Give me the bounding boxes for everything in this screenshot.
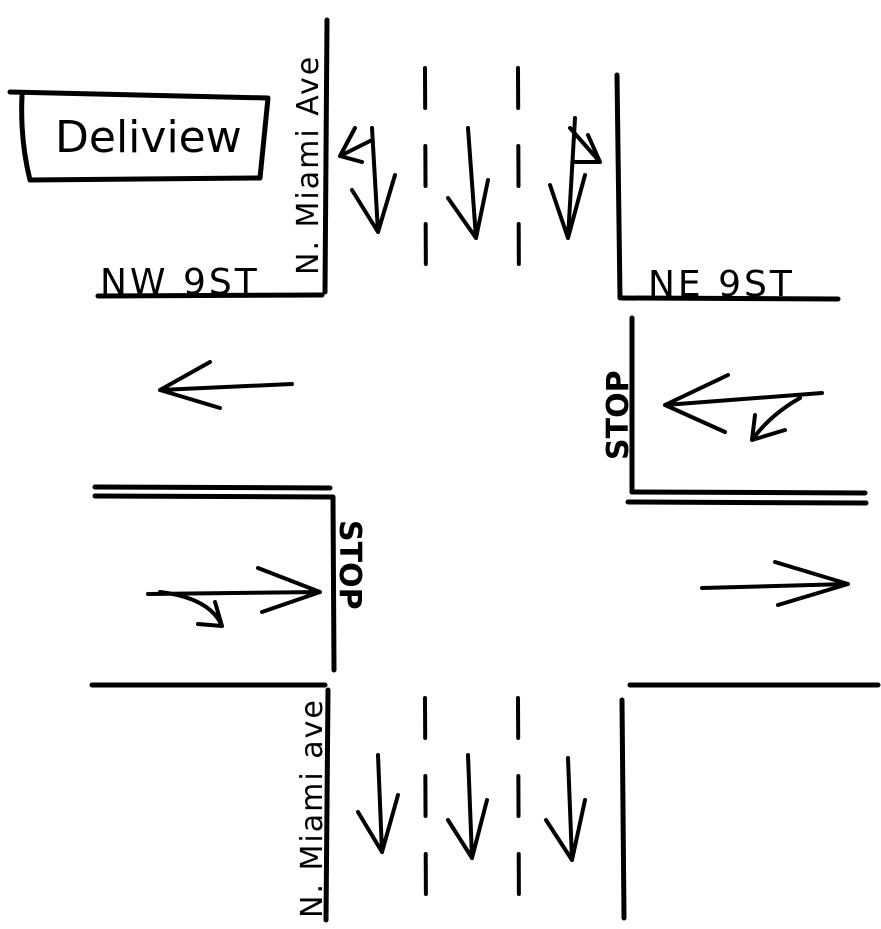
road-edge-north-west	[322, 17, 330, 295]
road-edge-west-median-2	[92, 493, 335, 500]
lane-divider-north-2	[516, 66, 521, 302]
arrow-north-through	[446, 126, 490, 240]
lane-divider-north-1	[423, 66, 428, 302]
lane-divider-south-1	[423, 696, 428, 920]
arrow-north-left-turn	[338, 126, 397, 234]
arrow-westbound	[158, 360, 294, 410]
arrow-south-2	[446, 753, 489, 860]
lane-divider-south-2	[516, 696, 521, 920]
road-edge-west-north	[95, 292, 325, 299]
road-edge-east-median-1	[629, 489, 868, 496]
road-edge-west-median-1	[92, 484, 333, 491]
deliview-logo: Deliview	[7, 89, 271, 183]
arrow-south-3	[544, 756, 587, 862]
road-edge-east-north	[619, 295, 841, 302]
road-edge-east-median-2	[625, 499, 869, 506]
logo-frame	[7, 89, 271, 183]
road-edge-south-west	[323, 687, 331, 923]
arrow-westbound-with-left-turn	[663, 373, 824, 442]
arrow-north-right-turn	[548, 116, 602, 240]
arrow-eastbound-with-right-turn	[146, 566, 322, 628]
street-label-n-miami-ave-north: N. Miami Ave	[291, 55, 326, 275]
arrow-eastbound	[700, 560, 850, 607]
logo-text: Deliview	[55, 112, 242, 163]
arrow-south-1	[356, 753, 400, 854]
stop-sign-west: STOP	[332, 520, 367, 610]
stop-line-west	[330, 494, 337, 673]
road-edge-south-east	[619, 697, 627, 921]
road-edge-north-east	[614, 72, 623, 301]
